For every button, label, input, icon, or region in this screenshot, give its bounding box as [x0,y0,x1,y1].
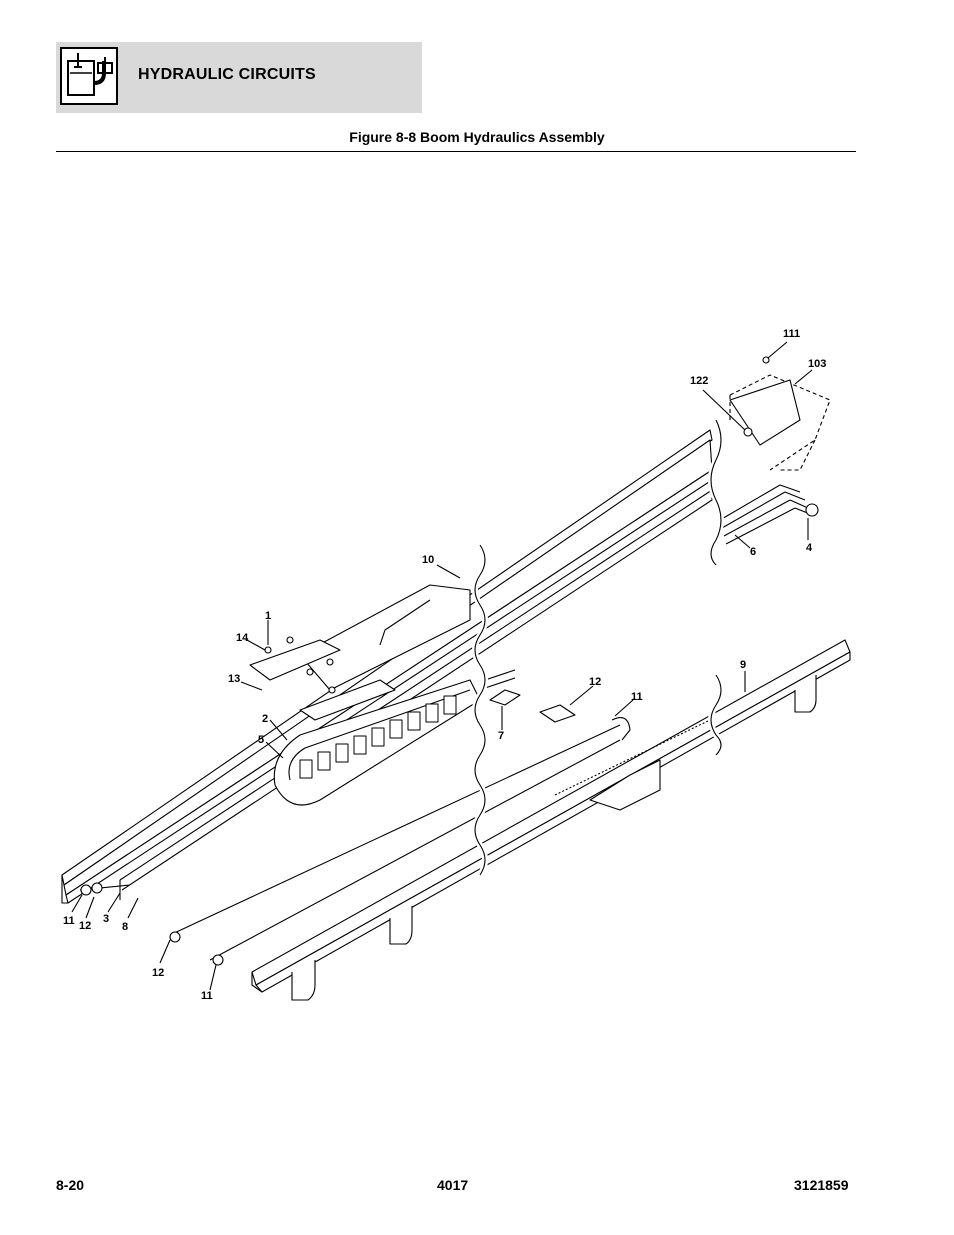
section-header: HYDRAULIC CIRCUITS [56,42,422,113]
figure-caption: Figure 8-8 Boom Hydraulics Assembly [349,129,605,145]
callout-label: 1 [265,610,271,622]
callout-labels: 111 103 122 6 4 10 1 14 13 2 5 12 11 7 9… [63,328,826,1002]
footer-page-number: 8-20 [56,1177,85,1193]
callout-label: 10 [422,554,434,566]
callout-label: 2 [262,713,268,725]
callout-label: 12 [589,676,601,688]
hydraulic-tank-icon [60,47,118,105]
callout-label: 13 [228,673,240,685]
callout-label: 103 [808,358,826,370]
callout-label: 111 [783,328,800,340]
callout-label: 6 [750,546,756,558]
callout-label: 8 [122,921,128,933]
callout-label: 4 [806,542,813,554]
callout-label: 12 [152,967,164,979]
callout-label: 12 [79,920,91,932]
header-rule [56,151,856,152]
callout-label: 9 [740,659,746,671]
footer-doc-number: 3121859 [794,1177,849,1193]
footer-model: 4017 [437,1177,469,1193]
callout-label: 5 [258,734,264,746]
callout-label: 3 [103,913,109,925]
callout-label: 11 [201,990,213,1002]
callout-label: 11 [63,915,75,927]
callout-label: 14 [236,632,249,644]
section-title: HYDRAULIC CIRCUITS [138,66,316,83]
callout-label: 122 [690,375,708,387]
callout-label: 7 [498,730,504,742]
callout-label: 11 [631,691,643,703]
